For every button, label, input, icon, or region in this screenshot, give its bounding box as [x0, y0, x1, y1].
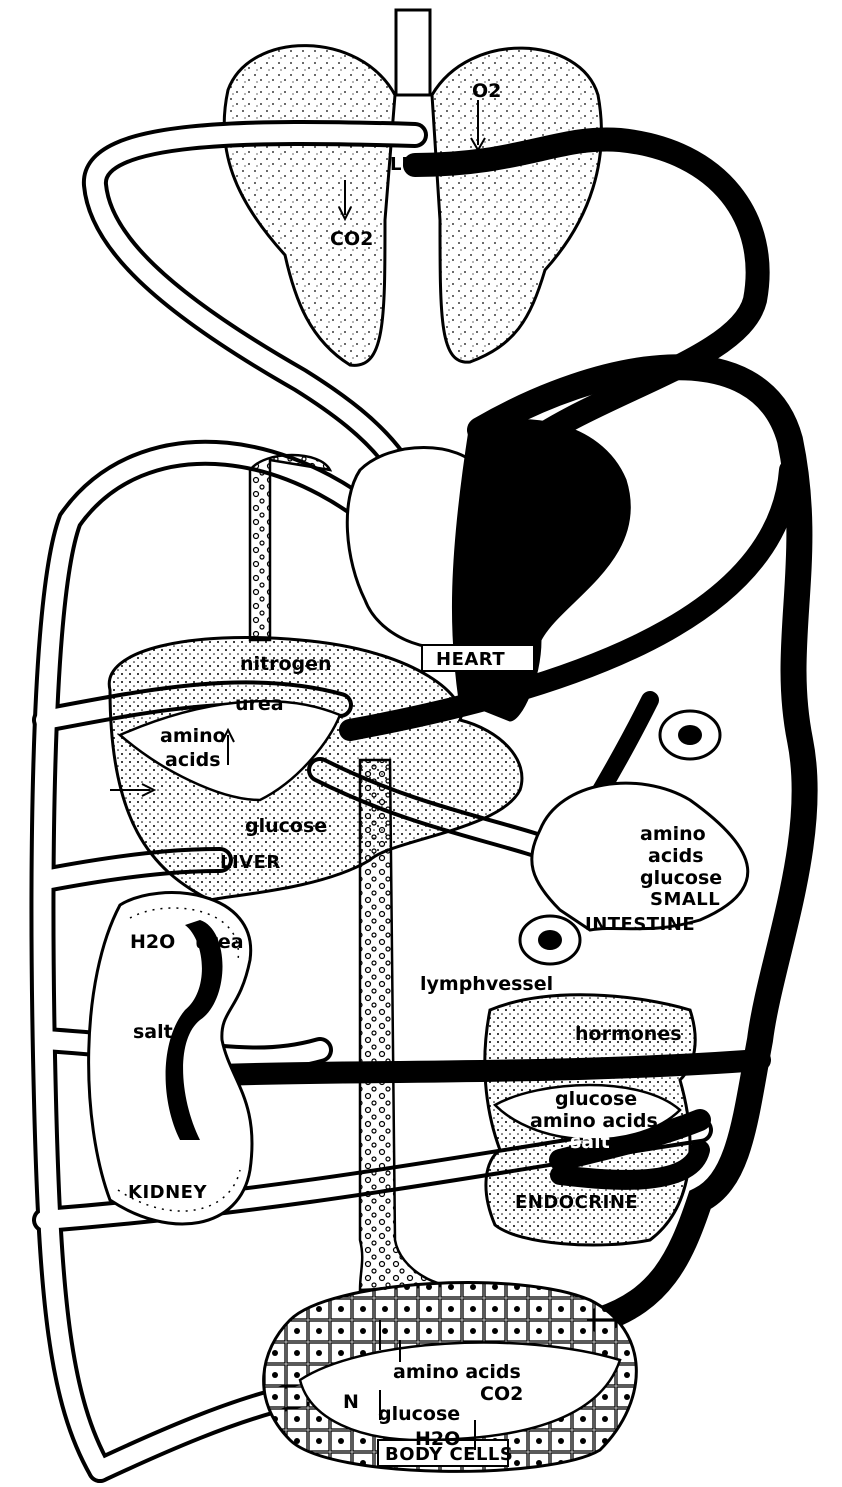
left-lung [224, 46, 395, 366]
lungs [224, 10, 601, 365]
label-amino-body: amino acids [393, 1361, 521, 1383]
label-o2-lungs: O2 [472, 80, 501, 102]
right-lung [432, 48, 601, 362]
label-heart: HEART [436, 649, 505, 670]
label-body-cells: BODY CELLS [385, 1444, 513, 1465]
label-nitrogen: nitrogen [240, 653, 332, 675]
label-salt-endo: salt [570, 1131, 610, 1153]
trachea [396, 10, 430, 95]
label-o2-body: O2 [530, 1383, 559, 1405]
label-glucose-body: glucose [378, 1403, 460, 1425]
label-glucose-liver: glucose [245, 815, 327, 837]
label-kidney: KIDNEY [128, 1182, 207, 1203]
label-co2-lungs: CO2 [330, 228, 373, 250]
label-amino-int-1: amino [640, 823, 706, 845]
label-h2o-kidney: H2O [130, 931, 175, 953]
label-lungs: LUNGS [390, 154, 461, 175]
label-hormones: hormones [575, 1023, 682, 1045]
label-glucose-int: glucose [640, 867, 722, 889]
label-lymphvessel: lymphvessel [420, 973, 553, 995]
label-endocrine: ENDOCRINE [515, 1192, 638, 1213]
label-liver: LIVER [220, 852, 281, 873]
label-urea-liver: urea [235, 693, 284, 715]
label-small: SMALL [650, 889, 720, 910]
label-amino-int-2: acids [648, 845, 704, 867]
label-n: N [343, 1391, 359, 1413]
label-amino-liver-2: acids [165, 749, 221, 771]
label-amino-endo: amino acids [530, 1110, 658, 1132]
label-intestine: INTESTINE [585, 914, 695, 935]
label-urea-kidney: urea [195, 931, 244, 953]
label-salts: salts [133, 1021, 184, 1043]
label-glucose-endo: glucose [555, 1088, 637, 1110]
label-co2-body: CO2 [480, 1383, 523, 1405]
label-amino-liver-1: amino [160, 725, 226, 747]
